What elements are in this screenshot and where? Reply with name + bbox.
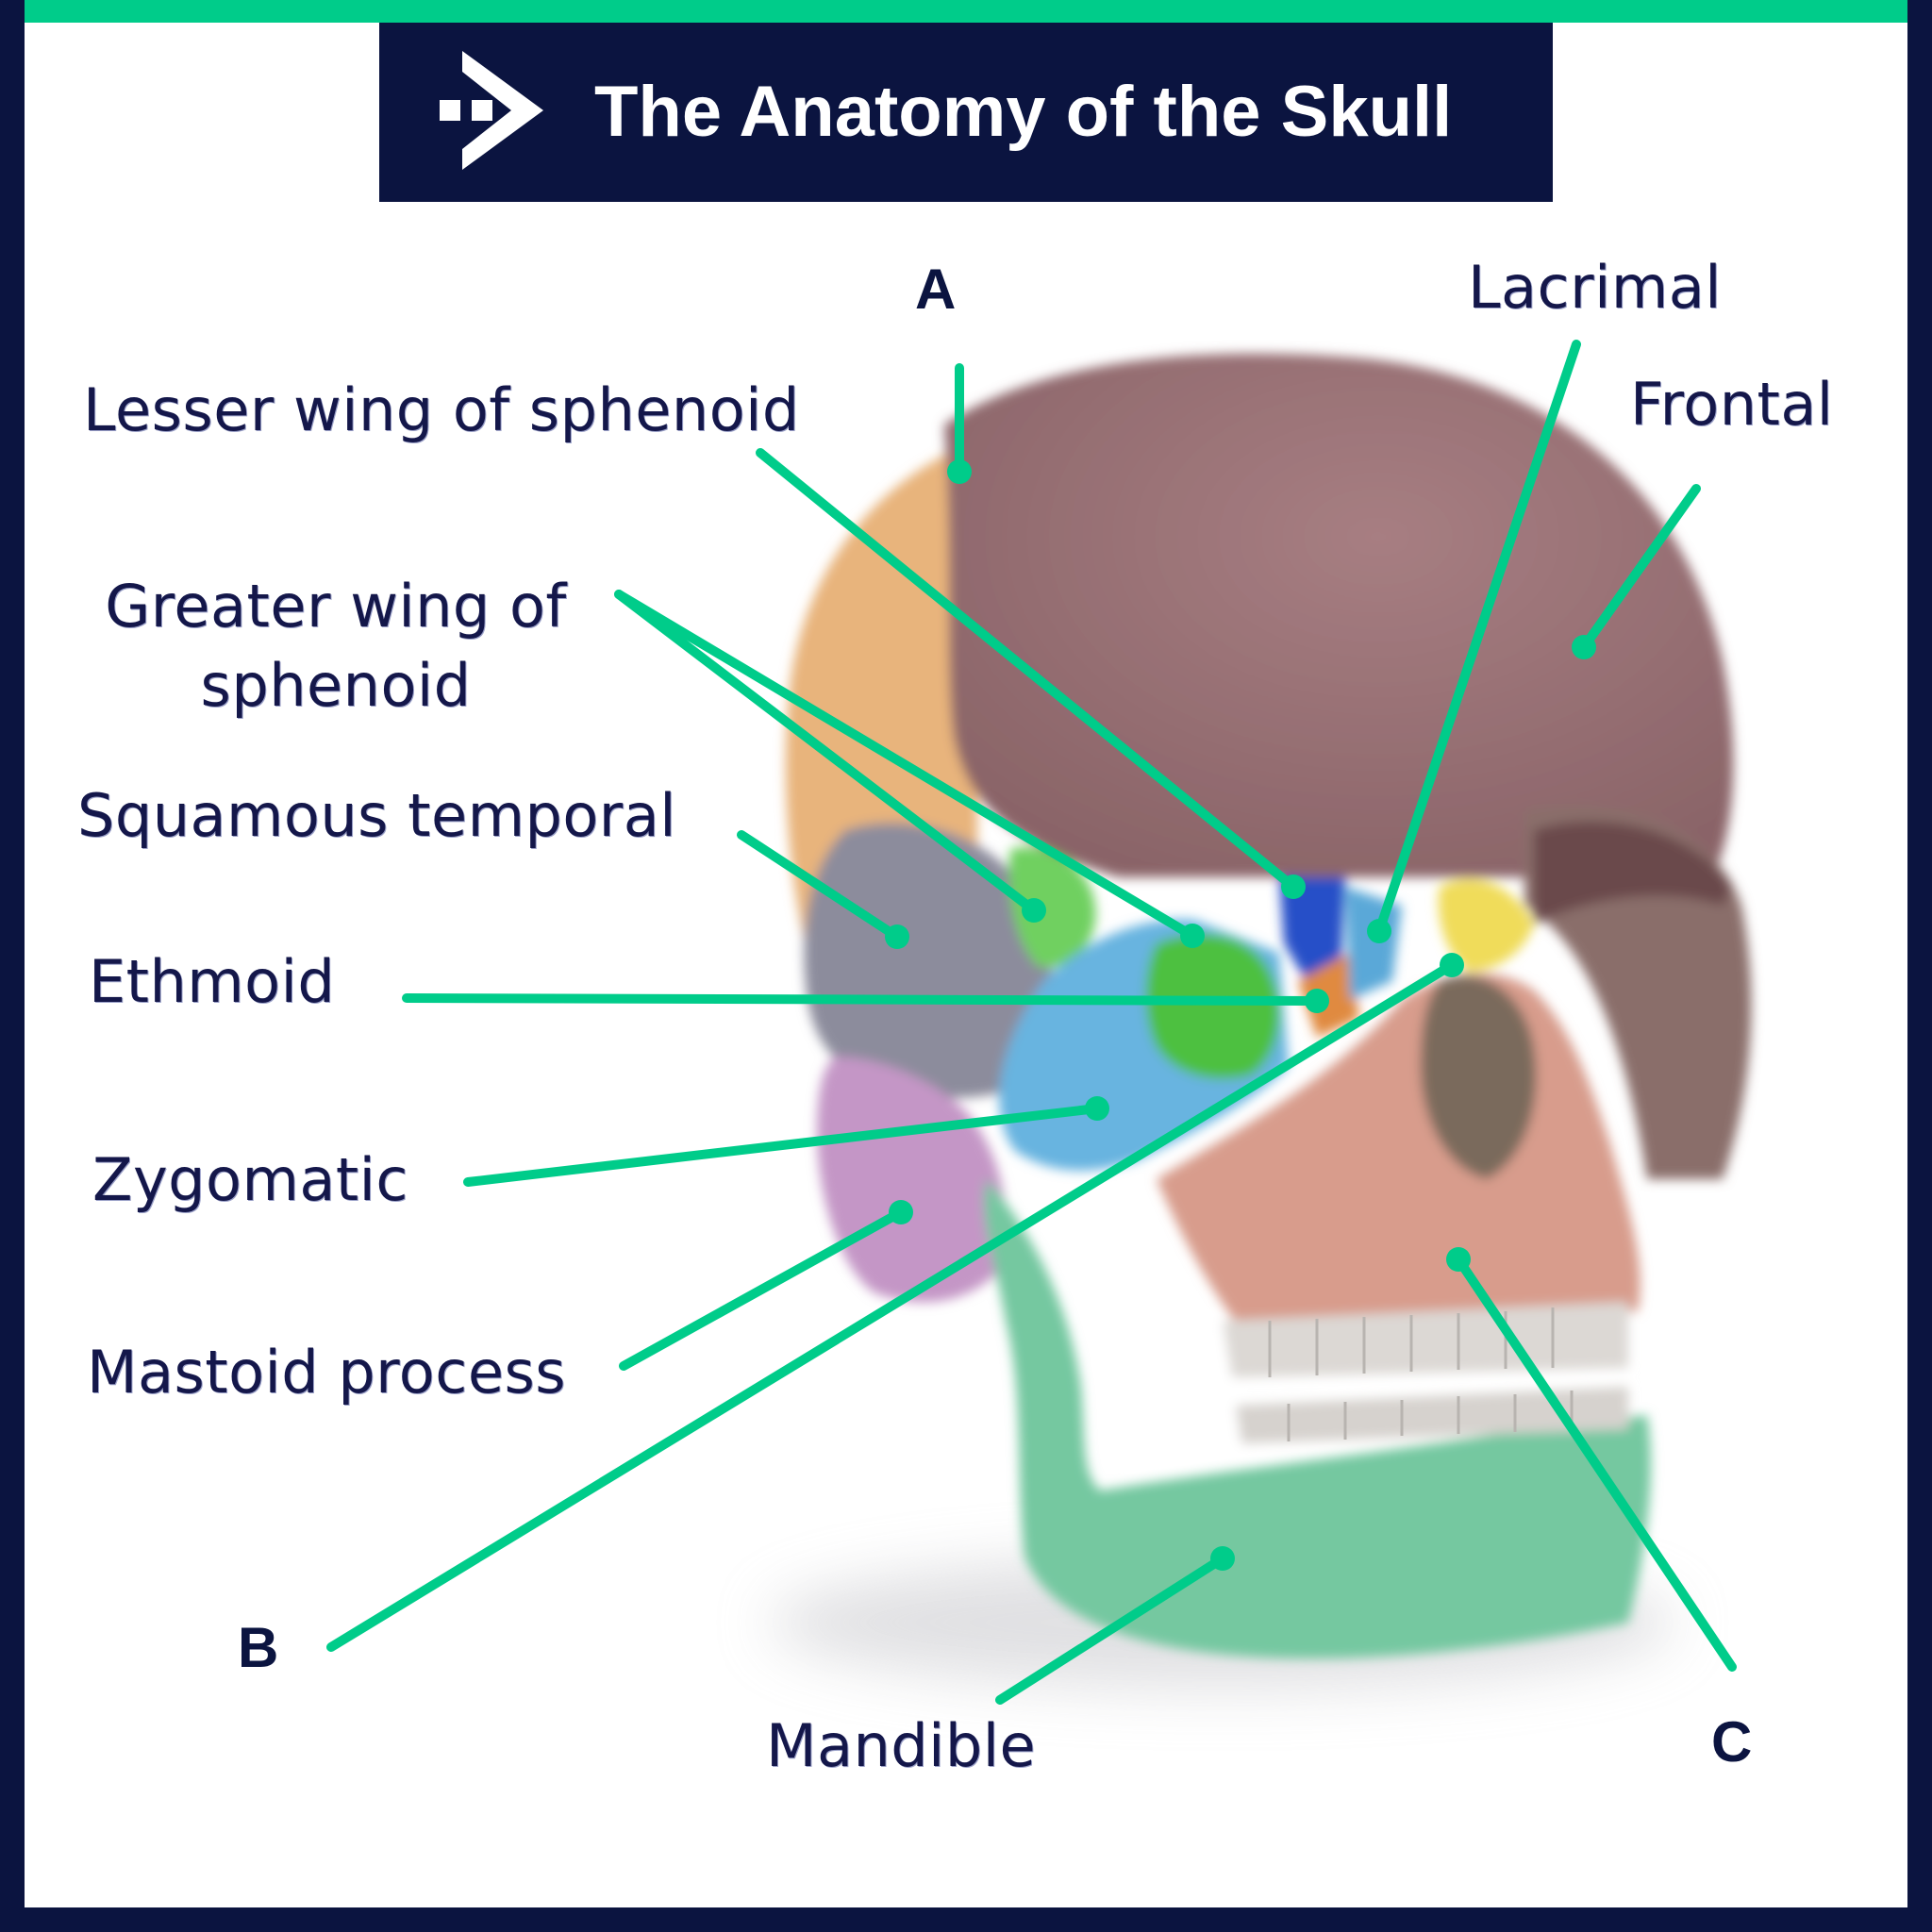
label-letter-c: C [1711,1710,1753,1774]
leader-ethmoid [402,993,1322,1006]
leader-dots [885,459,1596,1571]
frontal-bone [944,353,1734,877]
mouth-gap [1109,1321,1241,1462]
squamous-temporal-bone [804,823,1057,1098]
leader-squamous [737,830,902,941]
label-lesser-wing: Lesser wing of sphenoid [83,375,800,444]
diagram-frame: The Anatomy of the Skull [25,0,1907,1907]
label-frontal: Frontal [1630,370,1834,439]
label-greater-wing-line1: Greater wing of [105,572,567,641]
label-zygomatic: Zygomatic [92,1145,408,1214]
leader-c [1454,1255,1737,1672]
leader-greater-wing-2 [614,590,1197,941]
leader-b [326,960,1457,1652]
label-ethmoid: Ethmoid [89,947,336,1016]
mandible-bone [984,1179,1651,1659]
leader-lines [326,340,1737,1705]
label-mandible: Mandible [766,1711,1037,1780]
leader-mastoid [619,1208,906,1371]
leader-frontal [1579,484,1701,652]
label-lacrimal: Lacrimal [1468,253,1722,322]
greater-wing-orbital [1145,934,1280,1079]
leader-mandible [995,1554,1227,1705]
label-letter-a: A [915,258,957,321]
label-mastoid: Mastoid process [87,1338,567,1407]
leader-lesser-wing [756,448,1298,891]
mastoid-bone [817,1057,1006,1303]
leader-lacrimal [1374,340,1581,936]
tooth-lines [1268,1307,1574,1441]
label-squamous-temporal: Squamous temporal [77,781,676,850]
title-banner: The Anatomy of the Skull [379,23,1553,202]
label-greater-wing-line2: sphenoid [200,651,472,720]
page-title: The Anatomy of the Skull [594,72,1453,152]
nasal-cavity [1421,974,1537,1179]
lower-teeth [1232,1387,1628,1443]
ethmoid-bone [1298,953,1359,1038]
leader-greater-wing-1 [614,590,1039,915]
label-letter-b: B [238,1616,279,1679]
skull-diagram [326,340,1752,1705]
accent-top-bar [25,0,1907,23]
nasal-bone [1438,879,1534,972]
arrow-logo-icon [440,51,543,170]
greater-wing-lateral [1008,847,1096,968]
right-orbit [1534,821,1732,924]
leader-zygomatic [463,1104,1102,1187]
